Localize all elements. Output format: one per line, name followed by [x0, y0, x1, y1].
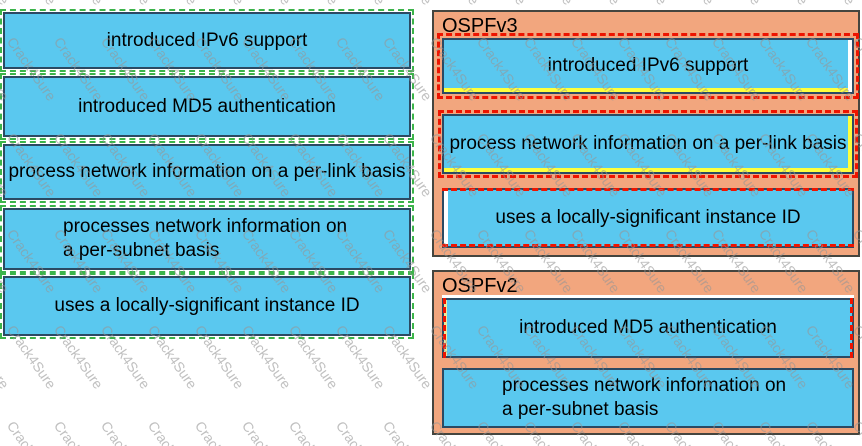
drop-group-title: OSPFv3: [442, 15, 518, 37]
drag-item-label: uses a locally-significant instance ID: [54, 295, 360, 316]
watermark-text: Crack4Sure: [333, 418, 389, 446]
drag-item-per-subnet-basis[interactable]: processes network information on a per-s…: [0, 205, 414, 273]
watermark-text: Crack4Sure: [192, 418, 248, 446]
drag-marker-line: [442, 244, 854, 247]
watermark-text: Crack4Sure: [98, 418, 154, 446]
watermark-text: Crack4Sure: [4, 0, 60, 8]
drag-item-label: processes network information on a per-s…: [63, 216, 348, 261]
watermark-text: Crack4Sure: [51, 418, 107, 446]
watermark-text: Crack4Sure: [0, 0, 12, 8]
drop-slot-label: introduced IPv6 support: [547, 55, 749, 76]
watermark-text: Crack4Sure: [380, 418, 436, 446]
watermark-text: Crack4Sure: [192, 0, 248, 8]
drag-item-label: process network information on a per-lin…: [8, 161, 406, 182]
drop-slot-label: introduced MD5 authentication: [519, 317, 777, 338]
watermark-text: Crack4Sure: [239, 418, 295, 446]
drop-group-ospfv2[interactable]: OSPFv2 introduced MD5 authentication pro…: [432, 270, 860, 435]
drag-item-instance-id[interactable]: uses a locally-significant instance ID: [0, 273, 414, 339]
watermark-text: Crack4Sure: [286, 0, 342, 8]
watermark-text: Crack4Sure: [756, 0, 812, 8]
watermark-text: Crack4Sure: [568, 0, 624, 8]
drop-slot-ospfv2-md5-authentication[interactable]: introduced MD5 authentication: [442, 298, 854, 358]
watermark-text: Crack4Sure: [98, 0, 154, 8]
drag-marker-line: [442, 188, 854, 191]
watermark-text: Crack4Sure: [521, 0, 577, 8]
drop-group-title: OSPFv2: [442, 275, 518, 297]
watermark-text: Crack4Sure: [145, 418, 201, 446]
drop-slot-label: uses a locally-significant instance ID: [495, 207, 801, 228]
watermark-text: Crack4Sure: [0, 418, 12, 446]
drag-marker-line: [443, 298, 446, 358]
drag-item-ipv6-support[interactable]: introduced IPv6 support: [0, 9, 414, 72]
drop-slot-ospfv3-per-link-basis[interactable]: process network information on a per-lin…: [438, 110, 858, 178]
watermark-text: Crack4Sure: [662, 0, 718, 8]
watermark-text: Crack4Sure: [709, 0, 765, 8]
watermark-text: Crack4Sure: [380, 0, 436, 8]
drop-slot-label: processes network information on a per-s…: [502, 375, 787, 420]
drag-item-md5-authentication[interactable]: introduced MD5 authentication: [0, 73, 414, 140]
drag-item-label: introduced IPv6 support: [106, 29, 308, 51]
watermark-text: Crack4Sure: [615, 0, 671, 8]
watermark-text: Crack4Sure: [51, 0, 107, 8]
watermark-text: Crack4Sure: [427, 0, 483, 8]
drag-item-label: introduced MD5 authentication: [78, 95, 336, 117]
drop-slot-ospfv3-instance-id[interactable]: uses a locally-significant instance ID: [442, 188, 854, 248]
drop-slot-ospfv3-ipv6-support[interactable]: introduced IPv6 support: [437, 33, 859, 99]
watermark-text: Crack4Sure: [239, 0, 295, 8]
watermark-text: Crack4Sure: [286, 418, 342, 446]
watermark-text: Crack4Sure: [333, 0, 389, 8]
drag-item-per-link-basis[interactable]: process network information on a per-lin…: [0, 141, 414, 203]
drop-group-ospfv3[interactable]: OSPFv3 introduced IPv6 support process n…: [432, 10, 860, 257]
drag-marker-line: [850, 298, 853, 358]
watermark-text: Crack4Sure: [145, 0, 201, 8]
watermark-text: Crack4Sure: [4, 418, 60, 446]
drop-slot-ospfv2-per-subnet-basis[interactable]: processes network information on a per-s…: [442, 368, 854, 428]
watermark-text: Crack4Sure: [803, 0, 859, 8]
watermark-text: Crack4Sure: [850, 0, 862, 8]
watermark-text: Crack4Sure: [474, 0, 530, 8]
drop-slot-label: process network information on a per-lin…: [449, 133, 847, 154]
